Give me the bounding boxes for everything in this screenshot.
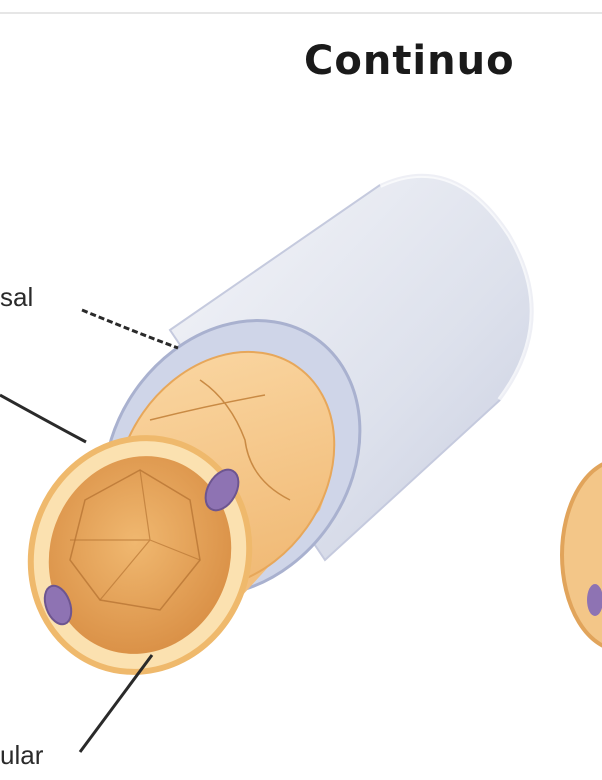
leader-line-bottom	[78, 654, 154, 753]
endothelial-cell-label: ular	[0, 740, 44, 770]
nucleus-bottom	[43, 584, 73, 626]
neighbor-capillary	[560, 462, 602, 648]
diagram-title: Continuo	[304, 38, 515, 84]
top-divider	[0, 12, 602, 14]
nucleus-top	[204, 468, 240, 512]
basal-lamina-label: sal	[0, 282, 34, 312]
leader-line-middle	[0, 393, 87, 444]
leader-line-basal	[81, 308, 179, 350]
capillary-opening	[27, 435, 253, 675]
leader-lines	[0, 308, 179, 753]
